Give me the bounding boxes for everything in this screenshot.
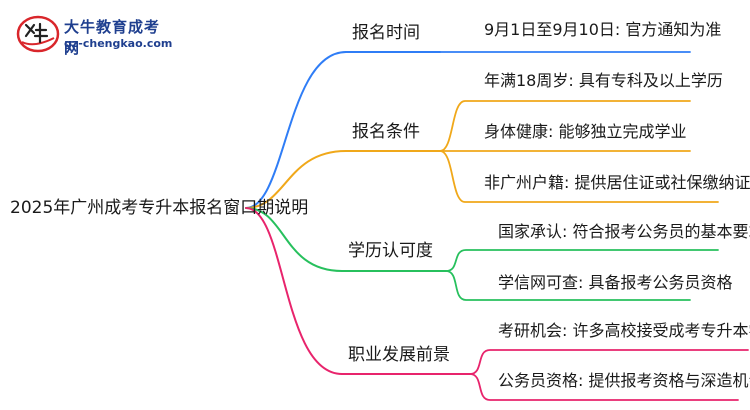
leaf-age-education: 年满18周岁: 具有专科及以上学历 — [484, 71, 723, 90]
logo-title: 大牛教育成考网 — [64, 18, 161, 57]
root-to-branch-link-1 — [245, 150, 347, 209]
logo-mark-icon — [16, 15, 60, 53]
leaf-link-2-1 — [445, 270, 691, 301]
root-to-branch-link-2 — [245, 207, 343, 272]
leaf-health: 身体健康: 能够独立完成学业 — [484, 122, 687, 141]
root-to-branch-link-0 — [245, 51, 347, 209]
branch-degree-recognition: 学历认可度 — [348, 241, 433, 261]
leaf-national-recognition: 国家承认: 符合报考公务员的基本要求 — [498, 222, 750, 241]
leaf-link-1-0 — [439, 100, 691, 152]
leaf-link-1-2 — [439, 150, 719, 203]
leaf-link-3-1 — [469, 373, 739, 401]
leaf-link-2-0 — [445, 249, 719, 272]
branch-career-prospects: 职业发展前景 — [348, 345, 450, 365]
leaf-chsi-verifiable: 学信网可查: 具备报考公务员资格 — [498, 273, 733, 292]
leaf-postgraduate-opportunity: 考研机会: 许多高校接受成考专升本学历 — [498, 321, 750, 340]
root-to-branch-link-3 — [245, 207, 343, 375]
leaf-link-3-0 — [469, 349, 749, 375]
leaf-civil-service: 公务员资格: 提供报考资格与深造机会 — [498, 371, 750, 390]
root-topic: 2025年广州成考专升本报名窗口期说明 — [10, 198, 309, 218]
branch-registration-time: 报名时间 — [352, 23, 420, 43]
leaf-time-notice: 9月1日至9月10日: 官方通知为准 — [484, 20, 722, 39]
site-logo: 大牛教育成考网 gz-chengkao.com — [14, 10, 174, 57]
branch-registration-conditions: 报名条件 — [352, 122, 420, 142]
logo-url: gz-chengkao.com — [64, 37, 173, 50]
leaf-non-local-residence: 非广州户籍: 提供居住证或社保缴纳证明 — [484, 173, 750, 192]
